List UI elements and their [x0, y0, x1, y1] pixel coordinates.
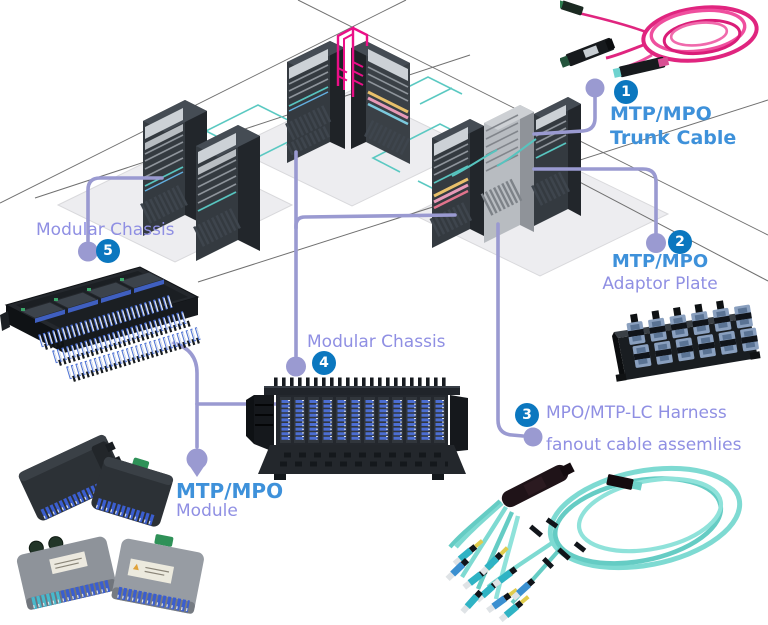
- callout-2-badge: 2: [668, 230, 692, 254]
- connector-5: [86, 176, 164, 243]
- callout-5-label: Modular Chassis: [36, 220, 175, 240]
- module-subtitle: Module: [176, 501, 238, 522]
- callout-1-badge: 1: [614, 80, 638, 104]
- module-title: MTP/MPO: [176, 479, 284, 503]
- module-gray-left: [16, 536, 117, 610]
- connector-4-dot: [286, 356, 306, 377]
- callout-2-label: MTP/MPO Adaptor Plate: [592, 251, 728, 295]
- module-label: MTP/MPO Module: [176, 480, 283, 521]
- callout-5-number: 5: [103, 243, 113, 259]
- lc-port-columns: [280, 397, 445, 443]
- modular-chassis-iso-image: [0, 266, 202, 382]
- connector-5-dot: [78, 241, 98, 262]
- mpo-connector-icon: [612, 56, 670, 78]
- connector-1: [532, 95, 597, 136]
- callout-4-label: Modular Chassis: [307, 332, 446, 352]
- harness-cable-image: [445, 462, 743, 623]
- trunk-cable-route: [336, 26, 369, 97]
- callout-2-subtitle: Adaptor Plate: [602, 274, 718, 295]
- callout-2-number: 2: [675, 234, 685, 250]
- modular-chassis-front-image: [246, 377, 468, 480]
- chassis-modules: [18, 271, 166, 323]
- rack-group-right: [429, 97, 581, 248]
- callout-3-badge: 3: [515, 403, 539, 427]
- callout-3-label: MPO/MTP-LC Harness fanout cable assemlie…: [546, 403, 742, 456]
- callout-4-number: 4: [319, 355, 329, 371]
- mtp-modules-image: [16, 434, 204, 614]
- connector-4-branch: [294, 213, 457, 230]
- connector-3-dot: [523, 427, 543, 447]
- callout-1-number: 1: [621, 84, 631, 100]
- breakout-body: [501, 462, 575, 508]
- mpo-connector-icon: [560, 37, 616, 68]
- mpo-adapters-row: [626, 300, 759, 368]
- connector-2-dot: [646, 233, 666, 253]
- callout-3-title: MPO/MTP-LC Harness: [546, 403, 727, 423]
- fiber-sleeves: [529, 517, 587, 570]
- rack-group-left: [140, 100, 260, 261]
- trunk-cable-image: [560, 0, 759, 78]
- module-gray-right: [111, 534, 204, 614]
- callout-1-subtitle: Trunk Cable: [610, 127, 737, 150]
- callout-4-text: Modular Chassis: [307, 332, 446, 352]
- mpo-connector-icon: [560, 0, 584, 16]
- callout-1-title: MTP/MPO: [610, 103, 712, 125]
- callout-1-label: MTP/MPO Trunk Cable: [610, 103, 737, 150]
- adaptor-plate-image: [612, 300, 761, 382]
- module-black-right: [91, 456, 174, 527]
- rack-group-center: [285, 41, 413, 164]
- callout-2-title: MTP/MPO: [611, 251, 709, 272]
- teal-patch-cables: [451, 138, 537, 177]
- callout-3-subtitle: fanout cable assemlies: [546, 435, 742, 456]
- callout-3-number: 3: [522, 407, 532, 423]
- callout-5-badge: 5: [96, 239, 120, 263]
- connector-1-dot: [585, 78, 605, 98]
- mpo-connector-icon: [606, 474, 643, 491]
- fanout-cables: [38, 294, 202, 382]
- callout-4-badge: 4: [312, 351, 336, 375]
- callout-5-text: Modular Chassis: [36, 220, 175, 240]
- connector-module-dot-tail: [187, 462, 207, 477]
- connector-2: [532, 167, 658, 235]
- connector-3: [496, 222, 525, 438]
- lc-connectors: [445, 539, 536, 623]
